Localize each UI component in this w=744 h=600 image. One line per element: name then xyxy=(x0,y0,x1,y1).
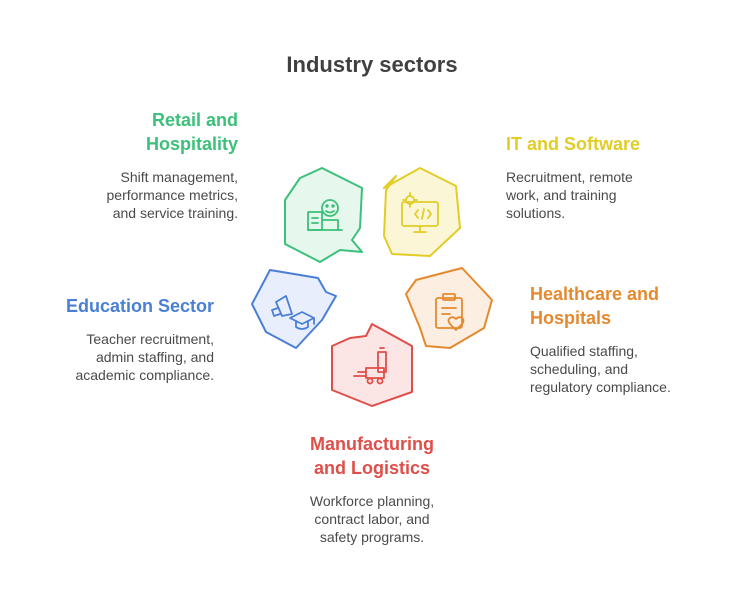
healthcare-desc-line: regulatory compliance. xyxy=(530,379,671,395)
healthcare-title-line: Healthcare and xyxy=(530,284,660,304)
manufacturing-title: Manufacturing and Logistics xyxy=(272,432,472,480)
manufacturing-title-line: and Logistics xyxy=(313,458,430,478)
megaphone-graduation-cap-icon xyxy=(271,295,315,330)
retail-title: Retail and Hospitality xyxy=(60,108,238,156)
retail-description: Shift management, performance metrics, a… xyxy=(60,168,238,222)
it-title-line: IT and Software xyxy=(506,134,641,154)
it-desc-line: work, and training xyxy=(506,187,617,203)
it-desc-line: Recruitment, remote xyxy=(506,169,633,185)
education-hexagon[interactable] xyxy=(251,269,337,349)
education-title: Education Sector xyxy=(40,294,214,318)
retail-desc-line: and service training. xyxy=(112,205,238,221)
manufacturing-description: Workforce planning, contract labor, and … xyxy=(272,492,472,546)
education-description: Teacher recruitment, admin staffing, and… xyxy=(40,330,214,384)
healthcare-desc-line: scheduling, and xyxy=(530,361,629,377)
retail-title-line: Hospitality xyxy=(145,134,238,154)
sector-manufacturing: Manufacturing and Logistics Workforce pl… xyxy=(272,432,472,546)
sector-healthcare: Healthcare and Hospitals Qualified staff… xyxy=(530,282,730,396)
education-desc-line: academic compliance. xyxy=(75,367,214,383)
retail-desc-line: performance metrics, xyxy=(106,187,238,203)
sector-it: IT and Software Recruitment, remote work… xyxy=(506,132,706,222)
healthcare-title-line: Hospitals xyxy=(530,308,612,328)
healthcare-desc-line: Qualified staffing, xyxy=(530,343,638,359)
retail-hexagon[interactable] xyxy=(284,167,363,263)
healthcare-description: Qualified staffing, scheduling, and regu… xyxy=(530,342,730,396)
retail-title-line: Retail and xyxy=(151,110,238,130)
sector-education: Education Sector Teacher recruitment, ad… xyxy=(40,294,214,384)
page-title: Industry sectors xyxy=(286,52,458,77)
forklift-icon xyxy=(353,347,387,385)
manufacturing-title-line: Manufacturing xyxy=(310,434,434,454)
education-title-line: Education Sector xyxy=(65,296,214,316)
manufacturing-desc-line: safety programs. xyxy=(319,529,425,545)
it-desc-line: solutions. xyxy=(506,205,566,221)
healthcare-title: Healthcare and Hospitals xyxy=(530,282,730,330)
it-title: IT and Software xyxy=(506,132,706,156)
it-description: Recruitment, remote work, and training s… xyxy=(506,168,706,222)
sector-retail: Retail and Hospitality Shift management,… xyxy=(60,108,238,222)
clipboard-heart-icon xyxy=(435,293,465,331)
education-desc-line: admin staffing, and xyxy=(95,349,214,365)
manufacturing-desc-line: Workforce planning, xyxy=(309,493,435,509)
healthcare-hexagon[interactable] xyxy=(405,267,493,349)
monitor-code-gear-icon xyxy=(401,192,439,233)
retail-desc-line: Shift management, xyxy=(120,169,238,185)
building-smiley-icon xyxy=(307,199,343,231)
manufacturing-desc-line: contract labor, and xyxy=(314,511,430,527)
manufacturing-hexagon[interactable] xyxy=(331,323,413,407)
education-desc-line: Teacher recruitment, xyxy=(86,331,214,347)
it-hexagon[interactable] xyxy=(383,167,461,257)
